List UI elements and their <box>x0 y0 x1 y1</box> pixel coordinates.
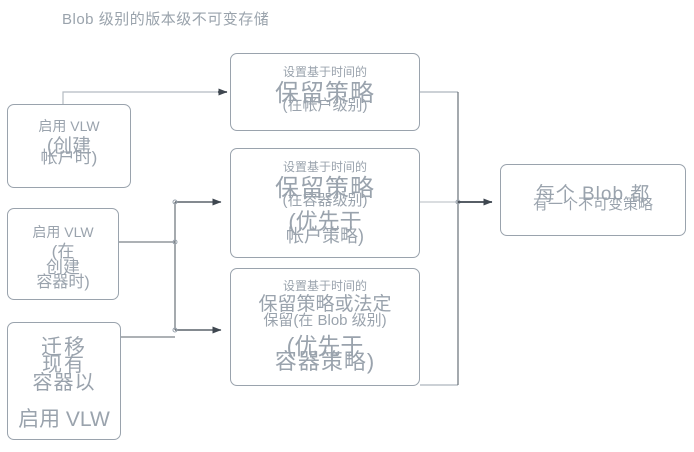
node-line: 保留策略 <box>275 175 375 202</box>
node-line: 容器时) <box>36 274 90 291</box>
node-line: (优先于 <box>286 333 364 359</box>
node-line: (创建 <box>46 136 92 157</box>
connector-bus-to-retention-blob <box>172 326 222 334</box>
node-enable-vlw-account[interactable]: 启用 VLW (创建 帐户时) <box>7 104 131 188</box>
connector-right-bus <box>420 91 461 386</box>
connector-container-bus <box>119 202 178 330</box>
node-line: 保留策略 <box>275 80 375 107</box>
node-text-stack: 启用 VLW (在 创建 容器时) <box>8 209 118 299</box>
node-line: 有一个不可变策略 <box>532 196 653 213</box>
node-line: 启用 VLW <box>18 408 110 431</box>
node-line: 设置基于时间的 <box>282 65 367 79</box>
node-line: 迁移 <box>41 336 87 359</box>
node-text-stack: 设置基于时间的 保留策略或法定 保留(在 Blob 级别) (优先于 容器策略) <box>231 269 419 385</box>
node-every-blob-has-policy[interactable]: 每个 Blob 都 有一个不可变策略 <box>500 164 686 236</box>
node-retention-policy-account[interactable]: 设置基于时间的 保留策略 (在帐户级别) <box>230 53 420 131</box>
node-line: 帐户时) <box>40 148 98 167</box>
node-line: (在帐户级别) <box>282 97 368 114</box>
node-line: 现有 <box>42 354 86 376</box>
node-line: 保留(在 Blob 级别) <box>263 312 387 329</box>
node-line: 每个 Blob 都 <box>535 184 651 205</box>
node-line: 创建 <box>46 258 80 277</box>
node-line: 帐户策略) <box>286 226 364 246</box>
node-line: 保留策略或法定 <box>258 294 392 315</box>
connector-bus-to-retention-container <box>172 198 222 206</box>
node-text-stack: 设置基于时间的 保留策略 (在帐户级别) <box>231 54 419 130</box>
node-enable-vlw-container[interactable]: 启用 VLW (在 创建 容器时) <box>7 208 119 300</box>
node-line: (在容器级别) <box>282 192 368 209</box>
node-text-stack: 启用 VLW (创建 帐户时) <box>8 105 130 187</box>
node-line: 启用 VLW <box>32 224 94 240</box>
node-line: 容器策略) <box>274 349 376 374</box>
page-title: Blob 级别的版本级不可变存储 <box>62 11 270 28</box>
node-text-stack: 迁移 现有 容器以 启用 VLW <box>8 323 120 439</box>
node-text-stack: 设置基于时间的 保留策略 (在容器级别) (优先于 帐户策略) <box>231 149 419 257</box>
node-line: (在 <box>51 242 75 261</box>
node-retention-policy-blob[interactable]: 设置基于时间的 保留策略或法定 保留(在 Blob 级别) (优先于 容器策略) <box>230 268 420 386</box>
node-text-stack: 每个 Blob 都 有一个不可变策略 <box>501 165 685 235</box>
node-line: (优先于 <box>288 209 362 234</box>
connector-account-to-retention <box>62 88 228 104</box>
node-line: 容器以 <box>32 372 96 394</box>
node-migrate-existing-container[interactable]: 迁移 现有 容器以 启用 VLW <box>7 322 121 440</box>
node-retention-policy-container[interactable]: 设置基于时间的 保留策略 (在容器级别) (优先于 帐户策略) <box>230 148 420 258</box>
node-line: 设置基于时间的 <box>282 279 367 293</box>
node-line: 设置基于时间的 <box>282 160 367 174</box>
node-line: 启用 VLW <box>38 118 100 134</box>
